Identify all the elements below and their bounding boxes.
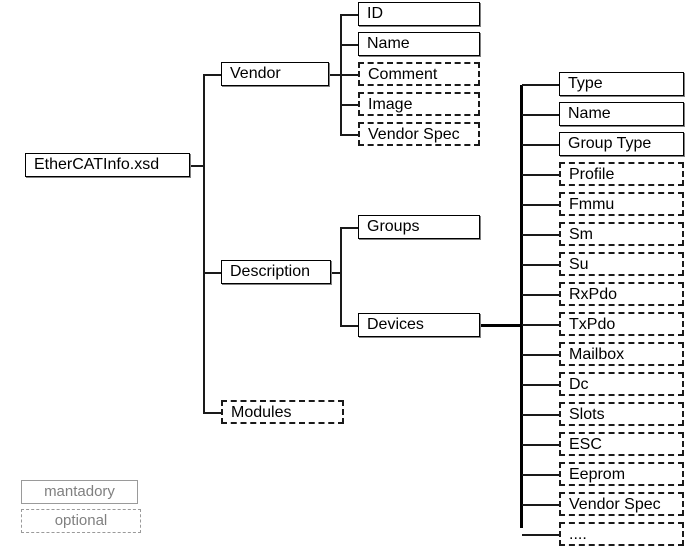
node-device-sm[interactable]: Sm (559, 222, 684, 246)
node-vendor-name[interactable]: Name (358, 32, 480, 56)
edge-device-child-15 (522, 534, 560, 536)
edge-vendor-child-4 (340, 134, 359, 136)
node-device-name[interactable]: Name (559, 102, 684, 126)
edge-vendor-child-3 (340, 104, 359, 106)
edge-trunk-devices-children (520, 85, 523, 528)
edge-devices-right-stub (480, 324, 522, 327)
node-device-eeprom[interactable]: Eeprom (559, 462, 684, 486)
edge-device-child-13 (522, 474, 560, 476)
edge-device-child-10 (522, 384, 560, 386)
legend-mandatory: mantadory (21, 480, 138, 504)
edge-root-to-trunk (190, 165, 204, 167)
edge-trunk-description-children (340, 227, 342, 327)
node-vendor-vendor-spec[interactable]: Vendor Spec (358, 122, 480, 146)
node-root[interactable]: EtherCATInfo.xsd (25, 153, 190, 177)
node-vendor[interactable]: Vendor (221, 62, 329, 86)
node-description[interactable]: Description (221, 260, 331, 284)
node-device-profile[interactable]: Profile (559, 162, 684, 186)
edge-device-child-12 (522, 444, 560, 446)
edge-description-child-1 (340, 325, 359, 327)
edge-device-child-7 (522, 294, 560, 296)
node-device-more[interactable]: .... (559, 522, 684, 546)
node-modules[interactable]: Modules (221, 400, 344, 424)
edge-device-child-0 (522, 84, 560, 86)
edge-trunk-to-description (203, 272, 222, 274)
node-device-group-type[interactable]: Group Type (559, 132, 684, 156)
edge-description-child-0 (340, 227, 359, 229)
edge-vendor-right-stub (328, 74, 341, 76)
edge-trunk-to-modules (203, 412, 222, 414)
edge-trunk-to-vendor (203, 74, 222, 76)
node-device-rxpdo[interactable]: RxPdo (559, 282, 684, 306)
edge-device-child-8 (522, 324, 560, 326)
edge-device-child-4 (522, 204, 560, 206)
legend-optional: optional (21, 509, 141, 533)
edge-device-child-9 (522, 354, 560, 356)
node-devices[interactable]: Devices (358, 313, 480, 337)
edge-device-child-5 (522, 234, 560, 236)
node-device-mailbox[interactable]: Mailbox (559, 342, 684, 366)
node-device-vendor-spec[interactable]: Vendor Spec (559, 492, 684, 516)
node-device-slots[interactable]: Slots (559, 402, 684, 426)
edge-description-right-stub (330, 272, 341, 274)
edge-trunk-main (203, 75, 205, 414)
node-device-dc[interactable]: Dc (559, 372, 684, 396)
edge-device-child-1 (522, 114, 560, 116)
node-vendor-image[interactable]: Image (358, 92, 480, 116)
edge-device-child-2 (522, 144, 560, 146)
node-groups[interactable]: Groups (358, 215, 480, 239)
edge-vendor-child-0 (340, 14, 359, 16)
edge-device-child-14 (522, 504, 560, 506)
node-device-su[interactable]: Su (559, 252, 684, 276)
node-vendor-comment[interactable]: Comment (358, 62, 480, 86)
node-vendor-id[interactable]: ID (358, 2, 480, 26)
edge-device-child-11 (522, 414, 560, 416)
edge-vendor-child-1 (340, 44, 359, 46)
node-device-type[interactable]: Type (559, 72, 684, 96)
edge-device-child-6 (522, 264, 560, 266)
node-device-txpdo[interactable]: TxPdo (559, 312, 684, 336)
edge-device-child-3 (522, 174, 560, 176)
node-device-fmmu[interactable]: Fmmu (559, 192, 684, 216)
node-device-esc[interactable]: ESC (559, 432, 684, 456)
edge-vendor-child-2 (340, 74, 359, 76)
